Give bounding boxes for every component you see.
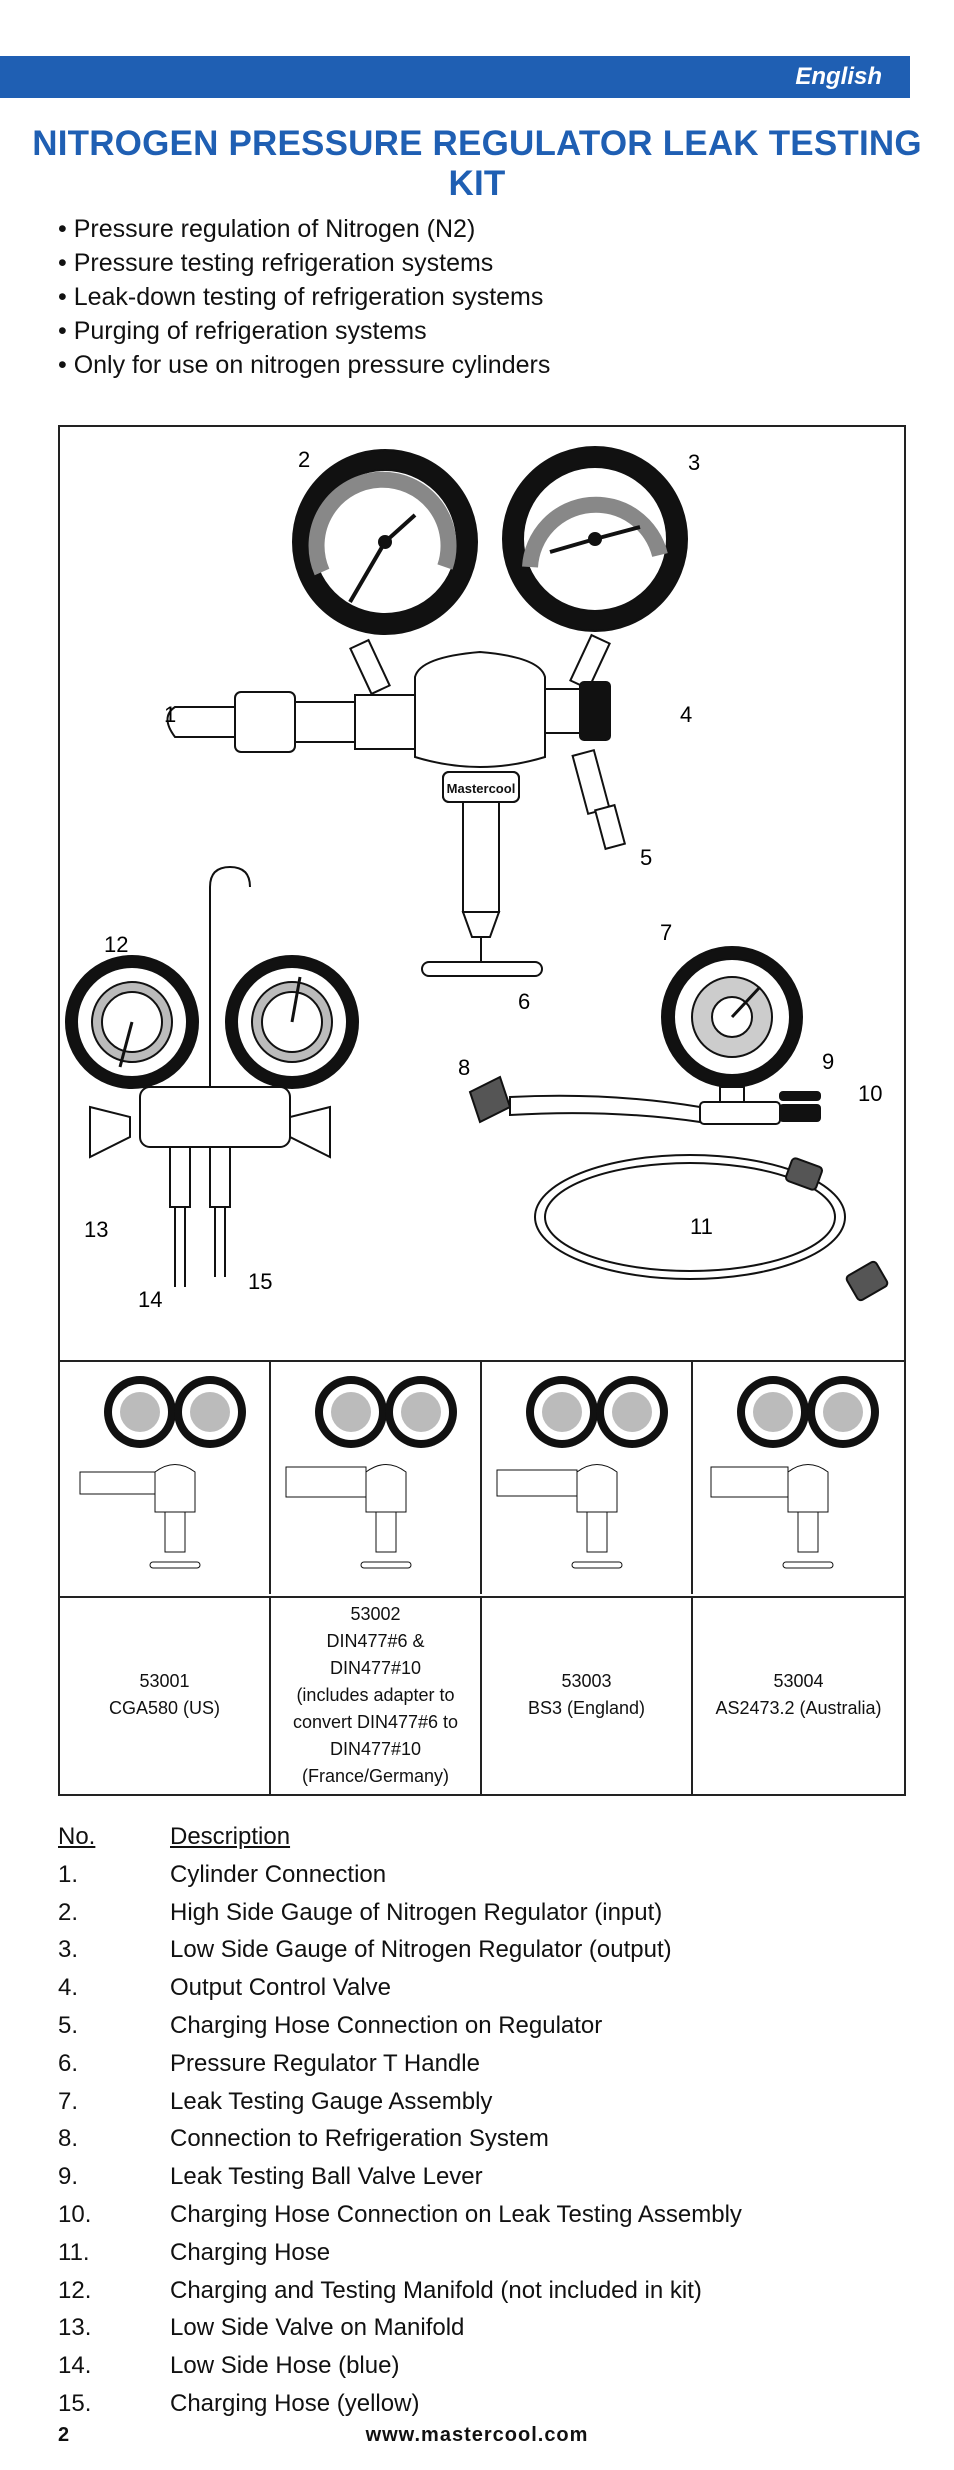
- variant-illustration: [79, 1376, 246, 1569]
- variant-line: AS2473.2 (Australia): [715, 1698, 882, 1718]
- part-number: 12.: [58, 2276, 92, 2304]
- feature-item: Only for use on nitrogen pressure cylind…: [58, 348, 551, 382]
- variant-labels-row: 53001 CGA580 (US) 53002 DIN477#6 & DIN47…: [60, 1596, 904, 1794]
- leak-testing-gauge-assembly: [468, 946, 821, 1125]
- part-number: 15.: [58, 2389, 92, 2417]
- footer-url: www.mastercool.com: [365, 2424, 589, 2446]
- part-description: Low Side Valve on Manifold: [170, 2314, 465, 2342]
- variant-label-53002: 53002 DIN477#6 & DIN477#10 (includes ada…: [271, 1596, 482, 1794]
- page-number: 2: [58, 2424, 70, 2446]
- callout-9: 9: [822, 1049, 834, 1074]
- part-number: 13.: [58, 2314, 92, 2342]
- variant-line: CGA580 (US): [108, 1698, 221, 1718]
- variant-label-53001: 53001 CGA580 (US): [60, 1596, 271, 1794]
- part-number: 6.: [58, 2049, 79, 2077]
- part-description: Charging and Testing Manifold (not inclu…: [170, 2276, 702, 2304]
- callout-6: 6: [518, 989, 530, 1014]
- part-number: 1.: [58, 1860, 79, 1888]
- model-variants: 53001 CGA580 (US) 53002 DIN477#6 & DIN47…: [60, 1360, 904, 1794]
- variant-images-row: [60, 1360, 904, 1598]
- part-description: Pressure Regulator T Handle: [170, 2049, 480, 2077]
- feature-list: Pressure regulation of Nitrogen (N2) Pre…: [58, 212, 551, 382]
- variant-image: [482, 1362, 693, 1594]
- variant-image: [60, 1362, 271, 1594]
- callout-12: 12: [104, 932, 128, 957]
- page-title: NITROGEN PRESSURE REGULATOR LEAK TESTING…: [32, 124, 922, 203]
- language-label: English: [795, 63, 882, 90]
- callout-1: 1: [164, 702, 176, 727]
- part-description: Charging Hose: [170, 2238, 331, 2266]
- part-number: 8.: [58, 2125, 79, 2153]
- logo-text: Mastercool: [447, 781, 516, 796]
- callout-10: 10: [858, 1081, 882, 1106]
- variant-illustration: [285, 1376, 457, 1569]
- variant-image: [271, 1362, 482, 1594]
- language-bar: English: [0, 56, 910, 98]
- variant-line: 53004: [773, 1671, 824, 1691]
- parts-header-description: Description: [170, 1823, 291, 1850]
- callout-7: 7: [660, 920, 672, 945]
- part-number: 7.: [58, 2087, 79, 2115]
- callout-14: 14: [138, 1287, 162, 1312]
- variant-line: DIN477#10: [329, 1657, 422, 1678]
- variant-line: (France/Germany): [301, 1765, 450, 1786]
- variant-line: (includes adapter to: [296, 1684, 455, 1705]
- part-description: Low Side Hose (blue): [170, 2352, 400, 2380]
- variant-line: BS3 (England): [527, 1698, 646, 1718]
- regulator-high-gauge: [292, 449, 478, 635]
- callout-2: 2: [298, 447, 310, 472]
- part-number: 2.: [58, 1898, 79, 1926]
- part-description: Charging Hose Connection on Leak Testing…: [170, 2200, 742, 2228]
- mastercool-logo: Mastercool: [442, 771, 520, 803]
- part-number: 11.: [58, 2238, 90, 2266]
- variant-line: DIN477#10: [329, 1738, 422, 1759]
- variant-image: [693, 1362, 904, 1594]
- part-description: Charging Hose (yellow): [170, 2389, 420, 2417]
- variant-label-53003: 53003 BS3 (England): [482, 1596, 693, 1794]
- part-number: 9.: [58, 2163, 79, 2191]
- callout-13: 13: [84, 1217, 108, 1242]
- part-number: 4.: [58, 1974, 79, 2002]
- regulator-low-gauge: [502, 446, 688, 632]
- variant-line: 53002: [350, 1603, 401, 1624]
- callout-11: 11: [690, 1214, 713, 1239]
- kit-illustration: Mastercool: [65, 446, 889, 1312]
- part-number: 10.: [58, 2200, 92, 2228]
- part-description: Leak Testing Gauge Assembly: [170, 2087, 493, 2115]
- callout-5: 5: [640, 845, 652, 870]
- feature-item: Leak-down testing of refrigeration syste…: [58, 280, 550, 314]
- part-description: Output Control Valve: [170, 1974, 392, 2002]
- callout-15: 15: [248, 1269, 272, 1294]
- variant-line: 53003: [561, 1671, 612, 1691]
- callout-3: 3: [688, 450, 700, 475]
- variant-illustration: [496, 1376, 668, 1569]
- kit-figure: Mastercool: [58, 425, 906, 1796]
- callout-8: 8: [458, 1055, 470, 1080]
- feature-item: Pressure testing refrigeration systems: [58, 246, 550, 280]
- variant-line: convert DIN477#6 to: [292, 1711, 459, 1732]
- part-number: 3.: [58, 1936, 79, 1964]
- feature-item: Purging of refrigeration systems: [58, 314, 550, 348]
- manifold-assembly: [65, 865, 359, 1287]
- callout-4: 4: [680, 702, 692, 727]
- variant-line: 53001: [139, 1671, 190, 1691]
- variant-illustration: [710, 1376, 879, 1569]
- variant-label-53004: 53004 AS2473.2 (Australia): [693, 1596, 904, 1794]
- part-description: Charging Hose Connection on Regulator: [170, 2011, 603, 2039]
- part-description: High Side Gauge of Nitrogen Regulator (i…: [170, 1898, 663, 1926]
- part-description: Low Side Gauge of Nitrogen Regulator (ou…: [170, 1936, 672, 1964]
- variant-line: DIN477#6 &: [326, 1630, 425, 1651]
- parts-header-no: No.: [58, 1823, 96, 1850]
- charging-hose: [534, 1154, 889, 1302]
- part-description: Cylinder Connection: [170, 1860, 387, 1888]
- regulator-body: [166, 633, 627, 977]
- feature-item: Pressure regulation of Nitrogen (N2): [58, 212, 550, 246]
- part-description: Connection to Refrigeration System: [170, 2125, 549, 2153]
- part-number: 5.: [58, 2011, 79, 2039]
- part-number: 14.: [58, 2352, 92, 2380]
- part-description: Leak Testing Ball Valve Lever: [170, 2163, 483, 2191]
